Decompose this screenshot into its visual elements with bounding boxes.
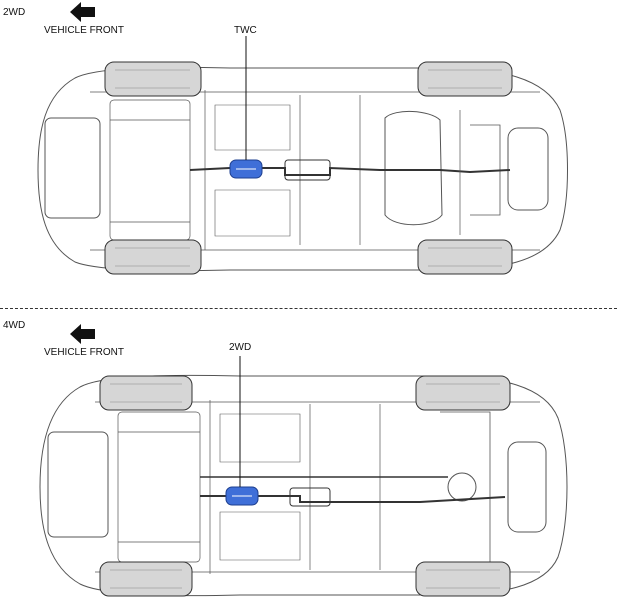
rear-left-tire [415,375,511,411]
vehicle-front-label: VEHICLE FRONT [44,25,125,36]
twc-callout-label: TWC [234,25,257,36]
front-left-tire [99,375,193,411]
vehicle-underbody-2wd [37,36,568,275]
vehicle-front-label: VEHICLE FRONT [44,347,125,358]
vehicle-underbody-4wd [39,356,568,597]
front-left-tire [104,61,202,97]
rear-muffler [507,127,549,211]
rear-left-tire [417,61,513,97]
drive-type-label: 2WD [3,7,26,18]
rear-muffler [507,441,547,533]
exhaust-pipe [200,495,506,503]
tires [99,375,511,597]
front-right-tire [104,239,202,275]
drive-type-label: 4WD [3,320,26,331]
front-right-tire [99,561,193,597]
2wd-callout-label: 2WD [229,342,252,353]
rear-right-tire [417,239,513,275]
fuel-tank [384,111,443,226]
rear-differential [447,472,477,502]
rear-right-tire [415,561,511,597]
left-arrow-icon [70,2,95,22]
left-arrow-icon [70,324,95,344]
section-divider [0,308,617,309]
tires [104,61,513,275]
